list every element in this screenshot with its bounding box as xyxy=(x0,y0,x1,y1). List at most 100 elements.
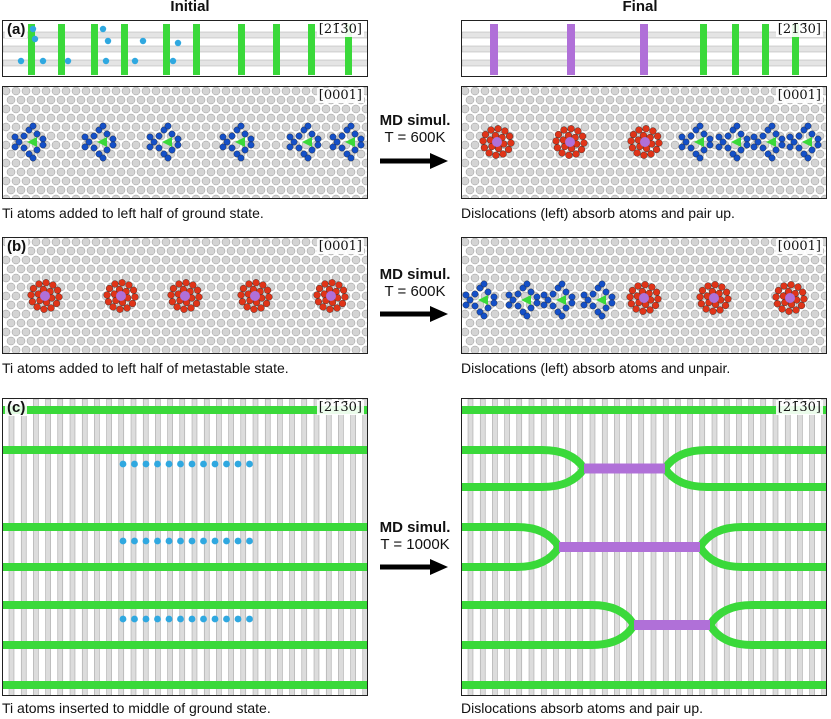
dislocation-core xyxy=(715,122,751,162)
atom-lattice xyxy=(3,87,367,198)
dislocation-core xyxy=(696,281,732,315)
panel-label-a: (a) xyxy=(5,21,28,38)
dislocation-line xyxy=(163,24,170,75)
added-atom xyxy=(102,57,110,65)
added-atom xyxy=(246,537,253,545)
added-atom xyxy=(174,39,182,47)
panel-label-b: (b) xyxy=(5,238,29,255)
caption-a-left: Ti atoms added to left half of ground st… xyxy=(2,205,264,221)
caption-a-right: Dislocations (left) absorb atoms and pai… xyxy=(461,205,735,221)
direction-label: [0001] xyxy=(775,239,823,254)
panel-a-initial-basal: [0001] xyxy=(2,86,368,199)
added-atom xyxy=(188,537,196,545)
added-atom xyxy=(211,460,219,468)
dislocation-line xyxy=(3,446,367,454)
dislocation-core xyxy=(627,125,663,159)
added-atom xyxy=(211,615,219,623)
added-atom xyxy=(188,615,196,623)
added-atom xyxy=(131,460,138,468)
added-atom xyxy=(29,25,37,33)
panel-b-initial-basal: (b) [0001] xyxy=(2,237,368,354)
added-atom xyxy=(104,37,112,45)
dislocation-line xyxy=(193,24,200,75)
dislocation-line xyxy=(3,601,367,609)
dislocation-line xyxy=(3,406,367,414)
dislocation-line xyxy=(462,406,826,414)
panel-a-initial-prism: (a) [21̄3̄0] xyxy=(2,20,368,77)
direction-label: [0001] xyxy=(316,239,364,254)
caption-c-left: Ti atoms inserted to middle of ground st… xyxy=(2,700,271,716)
added-atom xyxy=(31,35,39,43)
dislocation-line xyxy=(238,24,245,75)
added-atom xyxy=(17,57,25,65)
dislocation-line xyxy=(462,681,826,689)
dislocation-line xyxy=(273,24,280,75)
added-atom xyxy=(142,460,150,468)
atom-columns xyxy=(8,399,367,695)
dislocation-core xyxy=(626,281,662,315)
added-atom xyxy=(246,615,253,623)
dislocation-core xyxy=(678,122,714,162)
arrow-right-icon xyxy=(380,306,448,322)
added-atom xyxy=(165,460,173,468)
dislocation-core xyxy=(81,122,117,162)
added-atom xyxy=(246,460,253,468)
added-atom xyxy=(142,615,150,623)
md-simulation-label-a: MD simul. T = 600K xyxy=(379,112,451,146)
arrow-right-icon xyxy=(380,153,448,169)
dislocation-line xyxy=(3,681,367,689)
dislocation-line xyxy=(121,24,128,75)
added-atom xyxy=(119,615,127,623)
dislocation-line xyxy=(308,24,315,75)
added-atom xyxy=(131,57,139,65)
arrow-right-icon xyxy=(380,559,448,575)
added-atom xyxy=(142,537,150,545)
dislocation-line xyxy=(700,24,707,75)
direction-label: [0001] xyxy=(316,88,364,103)
added-atom xyxy=(188,460,196,468)
added-atom xyxy=(234,460,242,468)
dislocation-core xyxy=(11,122,47,162)
dislocation-core xyxy=(462,280,498,320)
dislocation-line xyxy=(732,24,739,75)
dislocation-core xyxy=(167,279,203,313)
added-atom xyxy=(177,460,184,468)
panel-a-final-basal: [0001] xyxy=(461,86,827,199)
added-atom xyxy=(154,460,161,468)
panel-c-initial-prism: (c) [21̄3̄0] xyxy=(2,398,368,696)
dislocation-core xyxy=(580,280,616,320)
added-atom xyxy=(131,615,138,623)
direction-label: [21̄3̄0] xyxy=(775,400,823,415)
direction-label: [21̄3̄0] xyxy=(316,400,364,415)
dislocation-line xyxy=(792,24,799,75)
dislocation-core xyxy=(750,122,786,162)
panel-a-final-prism: [21̄3̄0] xyxy=(461,20,827,77)
dislocation-core xyxy=(27,279,63,313)
panel-c-final-prism: [21̄3̄0] xyxy=(461,398,827,696)
dislocation-core xyxy=(219,122,255,162)
dislocation-line xyxy=(3,523,367,531)
panel-b-final-basal: [0001] xyxy=(461,237,827,354)
added-atom xyxy=(200,537,207,545)
dislocation-core xyxy=(772,281,808,315)
added-atom xyxy=(223,537,230,545)
added-atom xyxy=(177,537,184,545)
dislocation-core xyxy=(237,279,273,313)
header-final: Final xyxy=(622,0,658,15)
added-atom xyxy=(234,615,242,623)
added-atom xyxy=(154,537,161,545)
dislocation-core xyxy=(329,122,365,162)
added-atom xyxy=(223,460,230,468)
direction-label: [21̄3̄0] xyxy=(316,22,364,37)
added-atom xyxy=(165,615,173,623)
added-atom xyxy=(39,57,47,65)
dislocation-core xyxy=(479,125,515,159)
added-atom xyxy=(131,537,138,545)
added-atom xyxy=(169,57,177,65)
atom-lattice xyxy=(3,238,367,353)
paired-dislocation xyxy=(490,24,498,75)
added-atom xyxy=(211,537,219,545)
added-atom xyxy=(234,537,242,545)
caption-b-right: Dislocations (left) absorb atoms and unp… xyxy=(461,360,731,376)
direction-label: [21̄3̄0] xyxy=(775,22,823,37)
